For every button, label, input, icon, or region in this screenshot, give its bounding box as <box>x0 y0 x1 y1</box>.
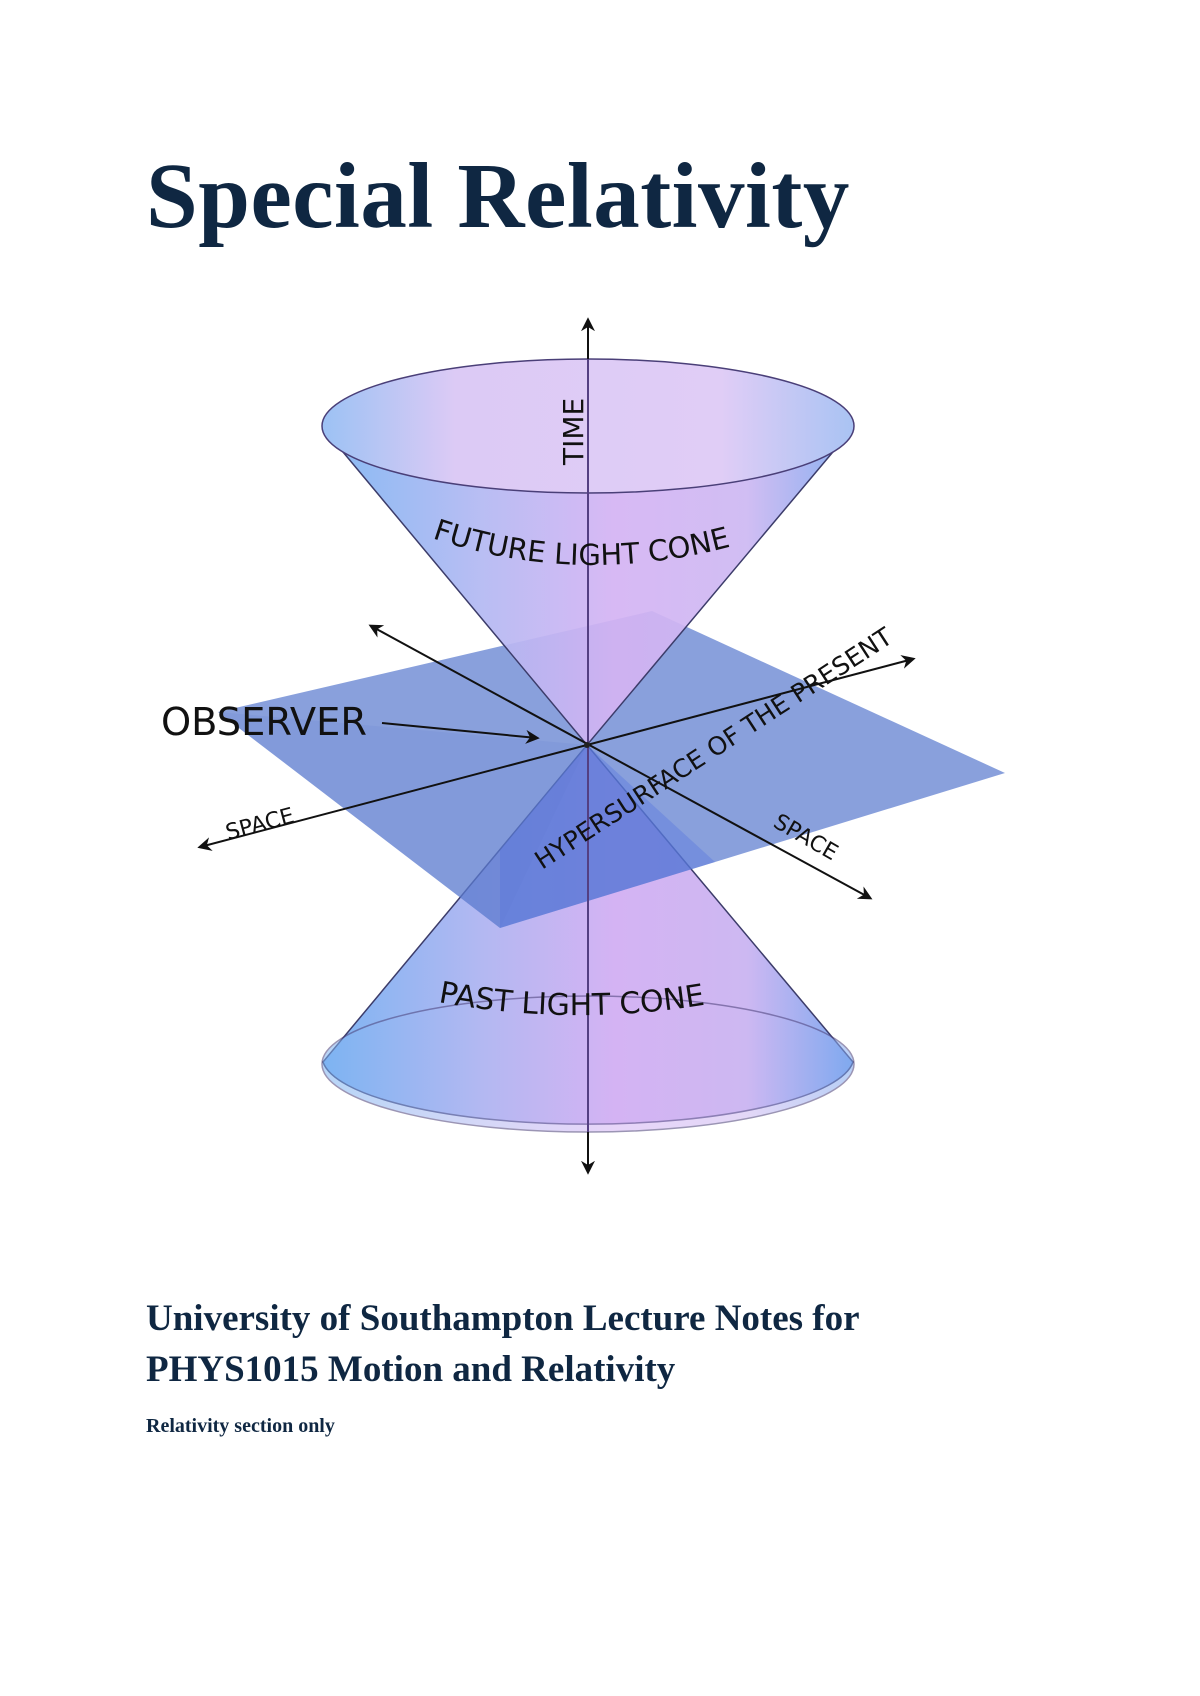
space-label-left: SPACE <box>223 804 297 846</box>
observer-label: OBSERVER <box>161 700 367 744</box>
subtitle-line: University of Southampton Lecture Notes … <box>146 1298 860 1339</box>
time-label: TIME <box>557 398 590 466</box>
page-title: Special Relativity <box>146 145 850 248</box>
subtitle-line: PHYS1015 Motion and Relativity <box>146 1349 676 1390</box>
space-axis-2 <box>368 624 873 900</box>
observer-arrow <box>381 722 540 744</box>
observer-point <box>584 742 590 748</box>
scope-note: Relativity section only <box>146 1415 335 1437</box>
document-subtitle: University of Southampton Lecture Notes … <box>146 1293 860 1395</box>
